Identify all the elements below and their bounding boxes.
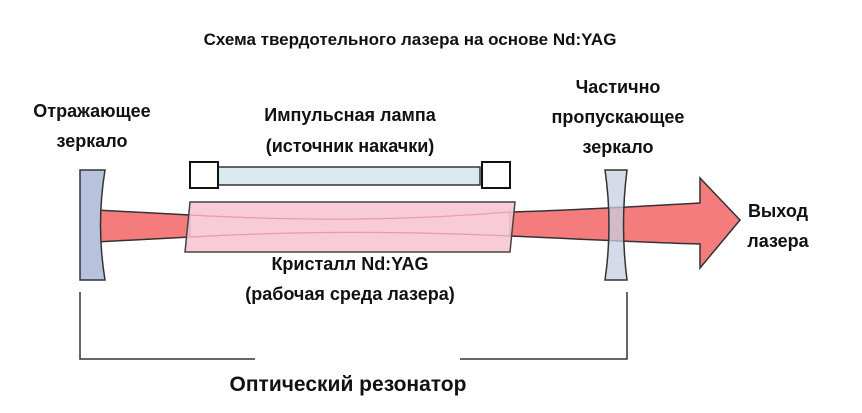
crystal-label-line2: (рабочая среда лазера) (245, 284, 454, 304)
partial-mirror-label-line3: зеркало (583, 137, 654, 157)
diagram-title: Схема твердотельного лазера на основе Nd… (204, 30, 617, 49)
lamp-electrode-left (189, 161, 219, 189)
output-beam-arrow (509, 176, 742, 271)
flash-lamp-label-line1: Импульсная лампа (264, 105, 436, 125)
crystal-label-line1: Кристалл Nd:YAG (271, 254, 428, 274)
reflective-mirror-label-line2: зеркало (57, 131, 128, 151)
output-label-line1: Выход (748, 201, 809, 221)
beam-left-segment (95, 209, 191, 243)
partial-mirror (604, 169, 628, 281)
flash-lamp-label-line2: (источник накачки) (266, 136, 435, 156)
crystal-beam-lower-edge (189, 231, 511, 238)
resonator-bracket-right (460, 292, 628, 360)
flash-lamp (189, 161, 511, 189)
lamp-electrode-right (481, 161, 511, 189)
partial-mirror-label-line2: пропускающее (552, 107, 685, 127)
resonator-bracket-left (79, 292, 255, 360)
resonator-label: Оптический резонатор (230, 373, 467, 396)
reflective-mirror-label-line1: Отражающее (33, 101, 150, 121)
partial-mirror-label-line1: Частично (576, 77, 661, 97)
output-label-line2: лазера (747, 231, 809, 251)
crystal-body (184, 201, 516, 253)
lamp-tube (214, 166, 481, 186)
reflective-mirror (79, 169, 106, 281)
nd-yag-crystal (184, 201, 516, 253)
crystal-beam-upper-edge (189, 211, 511, 220)
